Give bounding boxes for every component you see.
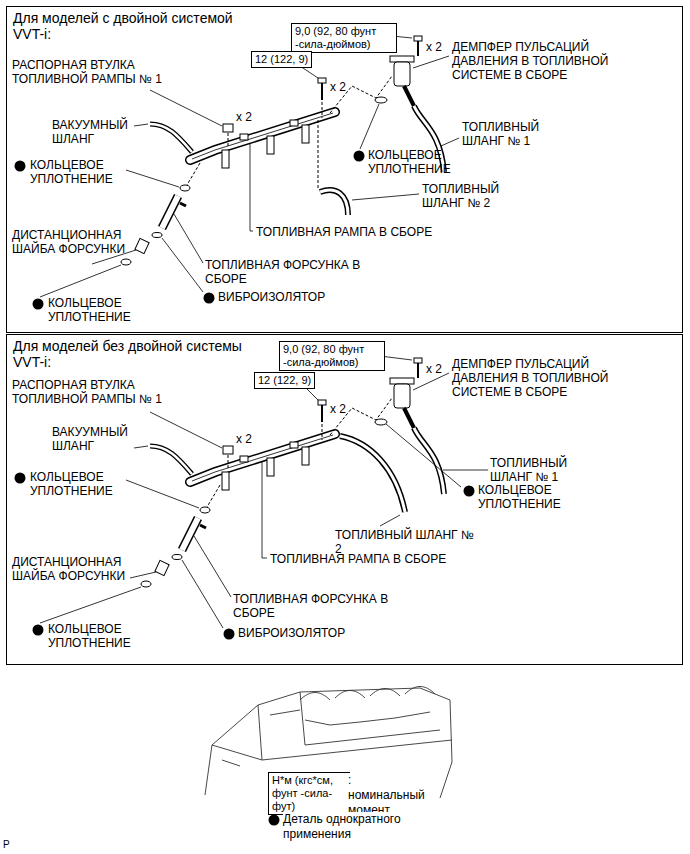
part-label: ТОПЛИВНЫЙ ШЛАНГ № 1 <box>462 120 562 148</box>
part-label: x 2 <box>236 432 252 446</box>
injector-stack <box>121 163 200 265</box>
node-text: 9,0 (92, 80 фунт -сила-дюймов) <box>295 25 393 51</box>
part-label: ТОПЛИВНЫЙ ШЛАНГ № 2 <box>335 528 475 556</box>
part-label: КОЛЬЦЕВОЕ УПЛОТНЕНИЕ <box>478 483 578 511</box>
part-label: КОЛЬЦЕВОЕ УПЛОТНЕНИЕ <box>368 148 468 176</box>
torque-box: 12 (122, 9) <box>251 51 312 68</box>
leader-lines <box>40 36 488 628</box>
part-label: ДЕМПФЕР ПУЛЬСАЦИЙ ДАВЛЕНИЯ В ТОПЛИВНОЙ С… <box>452 40 632 82</box>
part-label: КОЛЬЦЕВОЕ УПЛОТНЕНИЕ <box>48 622 148 650</box>
torque-box: 9,0 (92, 80 фунт -сила-дюймов) <box>279 341 385 371</box>
part-label: ДИСТАНЦИОННАЯ ШАЙБА ФОРСУНКИ <box>12 555 140 583</box>
part-label: ТОПЛИВНАЯ РАМПА В СБОРЕ <box>270 552 446 566</box>
node-text: Н*м (кгс*см, фунт -сила-фут) <box>272 774 346 813</box>
part-label: ТОПЛИВНЫЙ ШЛАНГ № 2 <box>422 182 522 210</box>
torque-box: 9,0 (92, 80 фунт -сила-дюймов) <box>291 23 397 53</box>
legend-entry: Деталь однократного применения <box>283 812 408 842</box>
part-label: x 2 <box>236 110 252 124</box>
part-label: ТОПЛИВНЫЙ ШЛАНГ № 1 <box>490 456 590 484</box>
node-text: 9,0 (92, 80 фунт -сила-дюймов) <box>283 343 381 369</box>
part-label: ТОПЛИВНАЯ ФОРСУНКА В СБОРЕ <box>233 592 408 620</box>
part-label: ТОПЛИВНАЯ ФОРСУНКА В СБОРЕ <box>205 258 380 286</box>
part-label: РАСПОРНАЯ ВТУЛКА ТОПЛИВНОЙ РАМПЫ № 1 <box>12 58 177 86</box>
part-label: x 2 <box>426 362 442 376</box>
part-label: ТОПЛИВНАЯ РАМПА В СБОРЕ <box>256 225 432 239</box>
torque-box: Н*м (кгс*см, фунт -сила-фут) <box>268 772 350 815</box>
part-label: ДЕМПФЕР ПУЛЬСАЦИЙ ДАВЛЕНИЯ В ТОПЛИВНОЙ С… <box>452 357 632 399</box>
part-label: x 2 <box>330 402 346 416</box>
part-label: КОЛЬЦЕВОЕ УПЛОТНЕНИЕ <box>30 158 130 186</box>
legend-text: Деталь однократного применения <box>283 812 401 841</box>
torque-box: 12 (122, 9) <box>254 372 315 389</box>
node-text: Для моделей с двойной системой VVT-i: <box>13 10 263 42</box>
injector-stack <box>141 485 220 587</box>
node-text: 12 (122, 9) <box>258 374 311 387</box>
part-label: ВАКУУМНЫЙ ШЛАНГ <box>52 425 142 453</box>
part-label: КОЛЬЦЕВОЕ УПЛОТНЕНИЕ <box>30 470 130 498</box>
fuel-rail-assembly <box>150 358 444 494</box>
part-label: x 2 <box>330 80 346 94</box>
part-label: КОЛЬЦЕВОЕ УПЛОТНЕНИЕ <box>48 296 148 324</box>
part-label: РАСПОРНАЯ ВТУЛКА ТОПЛИВНОЙ РАМПЫ № 1 <box>12 378 177 406</box>
fuel-hose-2 <box>318 120 405 512</box>
part-label: ВИБРОИЗОЛЯТОР <box>238 626 345 640</box>
part-label: ДИСТАНЦИОННАЯ ШАЙБА ФОРСУНКИ <box>12 228 130 256</box>
node-text: Для моделей без двойной системы VVT-i: <box>13 338 263 370</box>
node-text: 12 (122, 9) <box>255 53 308 66</box>
part-label: x 2 <box>426 40 442 54</box>
part-label: P <box>3 838 10 852</box>
part-label: ВАКУУМНЫЙ ШЛАНГ <box>52 118 142 146</box>
part-label: ВИБРОИЗОЛЯТОР <box>218 290 325 304</box>
